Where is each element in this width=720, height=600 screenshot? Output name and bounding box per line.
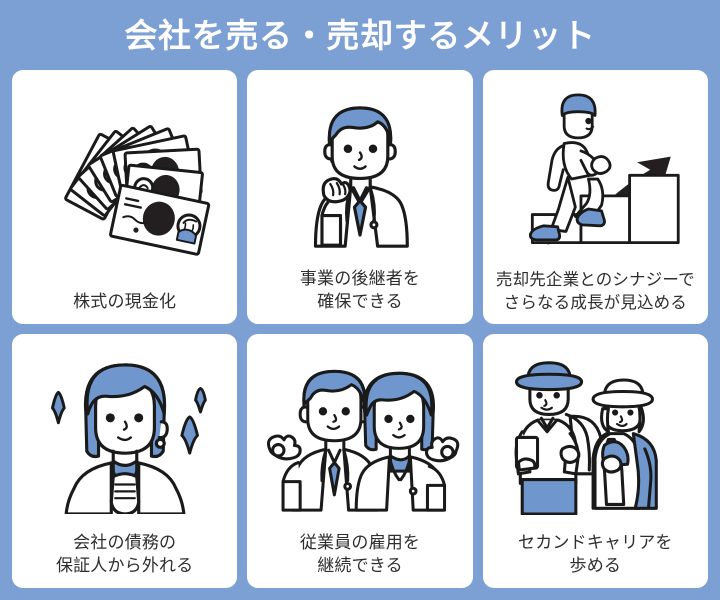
benefit-card-cash-out-shares[interactable]: 株式の現金化 xyxy=(12,70,238,324)
card-illustration-area xyxy=(18,342,231,529)
card-label-secure-successor: 事業の後継者を 確保できる xyxy=(299,269,421,312)
card-label-continue-employment: 従業員の雇用を 継続できる xyxy=(299,533,421,576)
two-employees-ok-gesture-icon xyxy=(266,369,460,512)
card-illustration-area xyxy=(18,78,231,288)
header: 会社を売る・売却するメリット xyxy=(12,0,708,70)
sparkle-icon xyxy=(50,387,207,455)
card-illustration-area xyxy=(253,342,466,529)
card-illustration-area xyxy=(489,78,702,266)
card-label-cash-out-shares: 株式の現金化 xyxy=(73,292,177,312)
card-label-second-career: セカンドキャリアを 歩める xyxy=(518,533,673,576)
benefit-card-secure-successor[interactable]: 事業の後継者を 確保できる xyxy=(247,70,473,324)
benefit-card-synergy-growth[interactable]: 売却先企業とのシナジーで さらなる成長が見込める xyxy=(482,70,708,324)
card-label-synergy-growth: 売却先企業とのシナジーで さらなる成長が見込める xyxy=(495,271,695,312)
senior-couple-travel-icon xyxy=(514,360,659,515)
card-illustration-area xyxy=(489,342,702,529)
fan-of-banknotes-icon xyxy=(63,125,210,256)
card-illustration-area xyxy=(253,78,466,265)
benefit-card-released-from-guarantee[interactable]: 会社の債務の 保証人から外れる xyxy=(12,334,238,588)
benefit-card-continue-employment[interactable]: 従業員の雇用を 継続できる xyxy=(247,334,473,588)
benefit-card-second-career[interactable]: セカンドキャリアを 歩める xyxy=(482,334,708,588)
businessman-raised-fist-icon xyxy=(313,106,409,248)
benefits-card-grid: 株式の現金化 xyxy=(12,70,708,588)
card-label-released-from-guarantee: 会社の債務の 保証人から外れる xyxy=(55,533,194,576)
page-title: 会社を売る・売却するメリット xyxy=(124,16,596,54)
relieved-woman-sparkles-icon xyxy=(50,363,207,515)
person-climbing-stairs-growth-arrow-icon xyxy=(529,93,680,245)
